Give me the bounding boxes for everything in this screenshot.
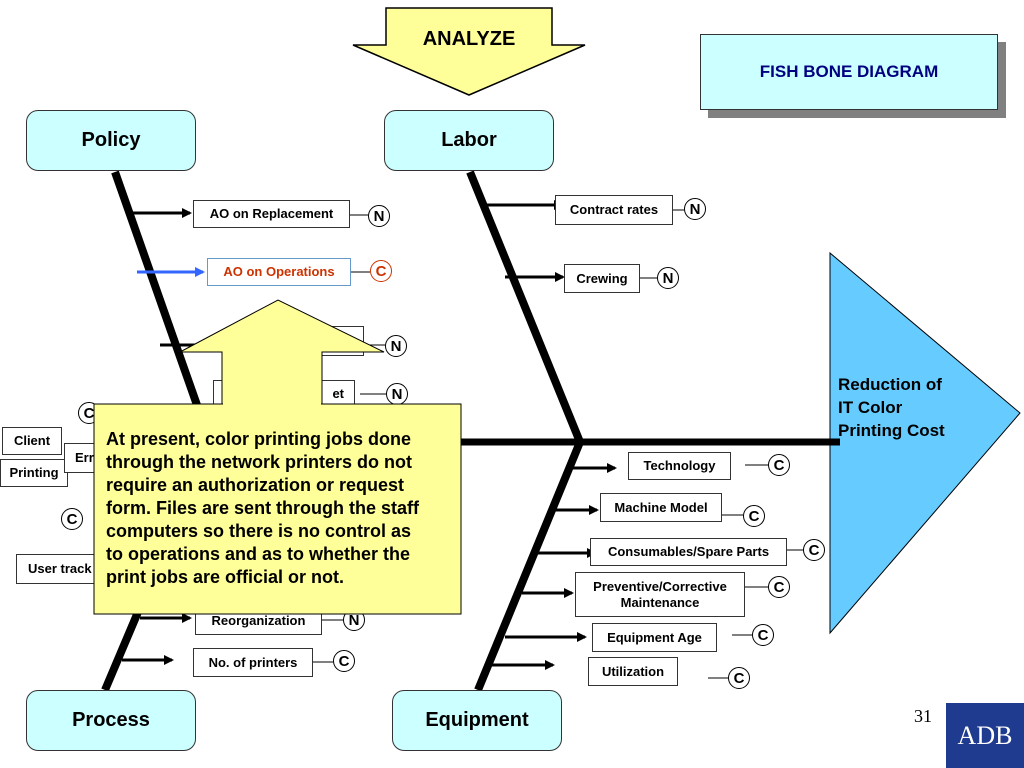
badge-crewing: N xyxy=(657,267,679,289)
effect-line-2: IT Color xyxy=(838,398,903,417)
effect-label: Reduction of IT Color Printing Cost xyxy=(838,373,978,442)
callout-line-4: form. Files are sent through the staff xyxy=(106,498,420,518)
effect-line-3: Printing Cost xyxy=(838,421,945,440)
callout-line-5: computers so there is no control as xyxy=(106,521,412,541)
badge-utilization: C xyxy=(728,667,750,689)
callout-line-7: print jobs are official or not. xyxy=(106,567,345,587)
badge-policy-hidden-1: N xyxy=(385,335,407,357)
badge-preventive: C xyxy=(768,576,790,598)
cause-preventive-line-1: Preventive/Corrective xyxy=(593,578,727,594)
cause-preventive-line-2: Maintenance xyxy=(620,594,700,610)
badge-ao-operations: C xyxy=(370,260,392,282)
cause-machine-model: Machine Model xyxy=(600,493,722,522)
category-labor: Labor xyxy=(384,110,554,171)
diagram-title: FISH BONE DIAGRAM xyxy=(700,34,998,110)
badge-reorganization: N xyxy=(343,609,365,631)
adb-logo: ADB xyxy=(946,703,1024,768)
analyze-label: ANALYZE xyxy=(422,28,516,50)
cause-utilization: Utilization xyxy=(588,657,678,686)
callout-line-1: At present, color printing jobs done xyxy=(106,429,412,449)
analyze-arrow xyxy=(352,7,586,96)
badge-contract-rates: N xyxy=(684,198,706,220)
cause-policy-hidden-1 xyxy=(300,326,364,356)
cause-technology: Technology xyxy=(628,452,731,480)
cause-no-of-printers: No. of printers xyxy=(193,648,313,677)
labor-bone xyxy=(466,170,584,444)
callout-line-3: require an authorization or request xyxy=(106,475,405,495)
cause-preventive: Preventive/Corrective Maintenance xyxy=(575,572,745,617)
cause-ao-replacement: AO on Replacement xyxy=(193,200,350,228)
callout-text: At present, color printing jobs done thr… xyxy=(106,428,456,589)
effect-triangle xyxy=(829,251,1021,635)
cause-equipment-age: Equipment Age xyxy=(592,623,717,652)
badge-policy-hidden-2: N xyxy=(386,383,408,405)
cause-policy-hidden-2: et xyxy=(213,380,355,408)
cause-crewing: Crewing xyxy=(564,264,640,293)
callout-line-2: through the network printers do not xyxy=(106,452,412,472)
cause-err: Err xyxy=(64,443,104,473)
badge-ao-replacement: N xyxy=(368,205,390,227)
equipment-bone xyxy=(474,440,584,692)
callout-line-6: to operations and as to whether the xyxy=(106,544,411,564)
cause-client: Client xyxy=(2,427,62,455)
cause-reorganization: Reorganization xyxy=(195,606,322,635)
page-number: 31 xyxy=(914,706,932,726)
badge-machine-model: C xyxy=(743,505,765,527)
cause-contract-rates: Contract rates xyxy=(555,195,673,225)
cause-user-track: User track xyxy=(16,554,96,584)
badge-equipment-age: C xyxy=(752,624,774,646)
effect-line-1: Reduction of xyxy=(838,375,942,394)
cause-ao-operations: AO on Operations xyxy=(207,258,351,286)
category-process: Process xyxy=(26,690,196,751)
cause-printing: Printing xyxy=(0,459,68,487)
badge-consumables: C xyxy=(803,539,825,561)
badge-user-track: C xyxy=(61,508,83,530)
cause-consumables: Consumables/Spare Parts xyxy=(590,538,787,566)
category-equipment: Equipment xyxy=(392,690,562,751)
badge-technology: C xyxy=(768,454,790,476)
category-policy: Policy xyxy=(26,110,196,171)
badge-err: C xyxy=(78,402,100,424)
badge-no-of-printers: C xyxy=(333,650,355,672)
